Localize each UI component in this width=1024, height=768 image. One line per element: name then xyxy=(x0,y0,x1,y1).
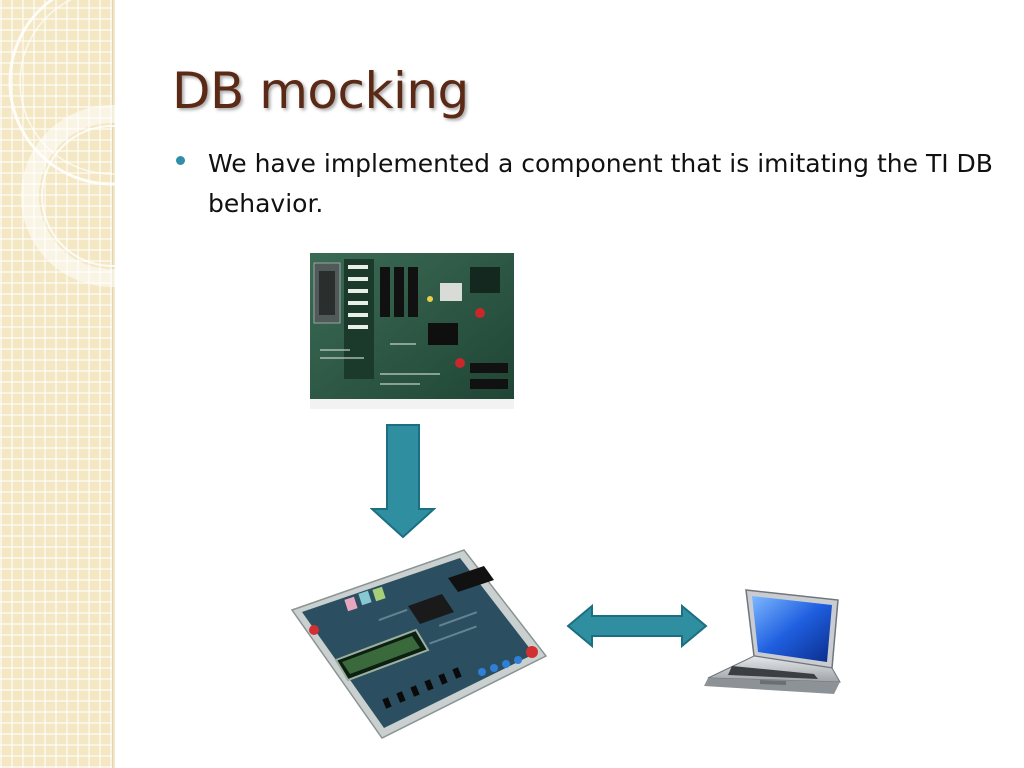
bullet-text: We have implemented a component that is … xyxy=(208,149,993,218)
laptop-computer-image xyxy=(704,589,841,694)
decorative-circles xyxy=(8,0,120,287)
ti-daughter-board-image xyxy=(310,253,514,409)
down-arrow-icon xyxy=(370,424,436,539)
fpga-development-board-image xyxy=(290,549,548,739)
slide-title: DB mocking xyxy=(172,62,469,120)
side-band-edge xyxy=(112,0,115,768)
bullet-dot-icon xyxy=(176,156,185,165)
double-headed-arrow-icon xyxy=(566,603,708,649)
